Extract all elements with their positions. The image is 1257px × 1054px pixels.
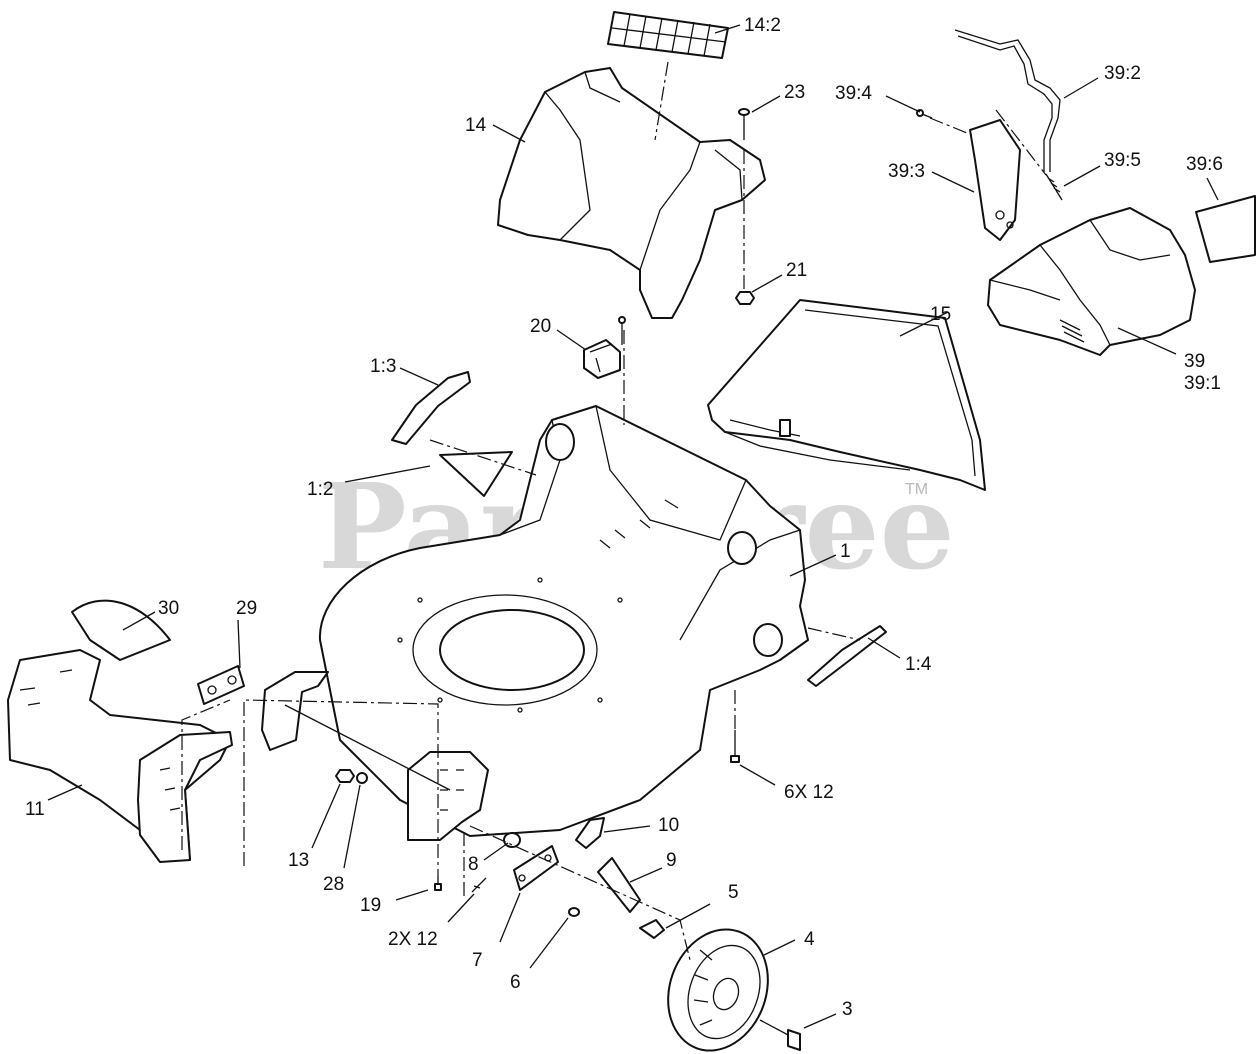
leader-lines <box>47 24 1219 1029</box>
callout-28: 28 <box>323 874 344 895</box>
part-trim-strip-top <box>391 371 471 445</box>
callout-6x12: 6X 12 <box>784 782 834 803</box>
part-door-spring <box>1045 173 1063 201</box>
callout-14: 14 <box>465 115 487 136</box>
callout-13: 13 <box>288 850 309 871</box>
callout-8: 8 <box>468 854 479 875</box>
part-axle-washer <box>356 772 368 784</box>
callout-1: 1 <box>840 541 851 562</box>
callout-9: 9 <box>666 850 677 871</box>
callout-39-6: 39:6 <box>1186 154 1223 175</box>
callout-11: 11 <box>25 799 45 820</box>
part-deck-bolt <box>730 730 740 763</box>
callout-10: 10 <box>658 815 679 836</box>
callout-5: 5 <box>728 882 739 903</box>
part-mower-deck <box>318 405 809 837</box>
callout-19: 19 <box>360 895 381 916</box>
callout-14-2: 14:2 <box>744 15 781 36</box>
part-rear-door <box>987 207 1196 356</box>
callout-30: 30 <box>158 598 179 619</box>
part-front-shroud <box>7 649 233 863</box>
callout-39-4: 39:4 <box>835 83 872 104</box>
part-door-bracket <box>969 119 1021 241</box>
part-handle-cover <box>497 67 766 319</box>
callout-2x12: 2X 12 <box>388 929 438 950</box>
callout-39-5: 39:5 <box>1104 150 1141 171</box>
callout-39-1: 39:1 <box>1184 373 1221 394</box>
part-flap-screw <box>434 876 442 891</box>
callout-1-2: 1:2 <box>307 479 333 500</box>
callout-7: 7 <box>472 950 483 971</box>
callout-39-2: 39:2 <box>1104 63 1141 84</box>
part-lever-bolt <box>639 919 665 939</box>
part-wheel-bracket <box>513 845 559 891</box>
callout-29: 29 <box>236 598 257 619</box>
watermark-trademark: TM <box>905 481 928 498</box>
part-axle-rod <box>284 704 451 791</box>
callout-6: 6 <box>510 972 521 993</box>
part-wheel-bolt <box>759 1019 801 1051</box>
part-height-knob <box>575 817 605 849</box>
callout-21: 21 <box>786 260 807 281</box>
callout-39: 39 <box>1184 351 1205 372</box>
part-flap-bracket <box>261 671 329 751</box>
callout-labels: 14:2 23 14 21 20 39:4 39:2 39:3 39:5 39:… <box>25 15 1223 1020</box>
part-door-rod <box>954 29 1061 172</box>
callout-23: 23 <box>784 82 805 103</box>
part-retainer <box>583 316 626 379</box>
callout-15: 15 <box>930 304 951 325</box>
part-wheel-washer <box>568 907 580 917</box>
callout-1-4: 1:4 <box>905 654 932 675</box>
callout-4: 4 <box>804 929 815 950</box>
part-grass-chute <box>707 299 986 491</box>
part-hinge-plate <box>197 665 245 705</box>
part-wheel-screw <box>471 877 487 893</box>
part-door-decal <box>1195 195 1256 263</box>
part-wheel <box>667 928 769 1052</box>
part-flap <box>71 599 171 661</box>
callout-20: 20 <box>530 316 551 337</box>
part-decal-label <box>607 11 729 59</box>
callout-39-3: 39:3 <box>888 161 925 182</box>
callout-3: 3 <box>842 999 853 1020</box>
part-axle-nut <box>335 769 355 783</box>
part-height-plate <box>407 751 489 841</box>
part-nut <box>735 291 755 305</box>
callout-1-3: 1:3 <box>370 356 396 377</box>
part-trim-strip-side <box>807 625 887 687</box>
part-height-lever <box>597 857 641 913</box>
part-screw <box>738 108 750 140</box>
part-cover-plate <box>439 451 513 497</box>
